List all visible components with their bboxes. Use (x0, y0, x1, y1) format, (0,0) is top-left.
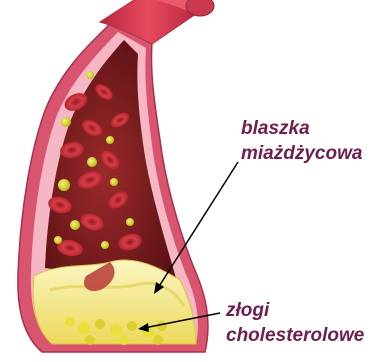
cholesterol-globule (106, 136, 114, 144)
cholesterol-label-line2: cholesterolowe (226, 323, 364, 348)
plaque-label-line2: miażdżycowa (241, 141, 362, 166)
cholesterol-globule (110, 178, 118, 186)
cholesterol-globule (61, 117, 71, 127)
cholesterol-globule (101, 241, 109, 249)
plaque-label-line1: blaszka (241, 116, 362, 141)
cholesterol-globule (54, 236, 62, 244)
cholesterol-label-line1: złogi (226, 298, 364, 323)
cholesterol-globule (58, 179, 70, 191)
plaque-label: blaszka miażdżycowa (241, 116, 362, 166)
cholesterol-globule (126, 218, 134, 226)
cholesterol-deposits-label: złogi cholesterolowe (226, 298, 364, 348)
cholesterol-globule (86, 71, 94, 79)
cholesterol-globule (87, 157, 97, 167)
cholesterol-globule (70, 220, 80, 230)
